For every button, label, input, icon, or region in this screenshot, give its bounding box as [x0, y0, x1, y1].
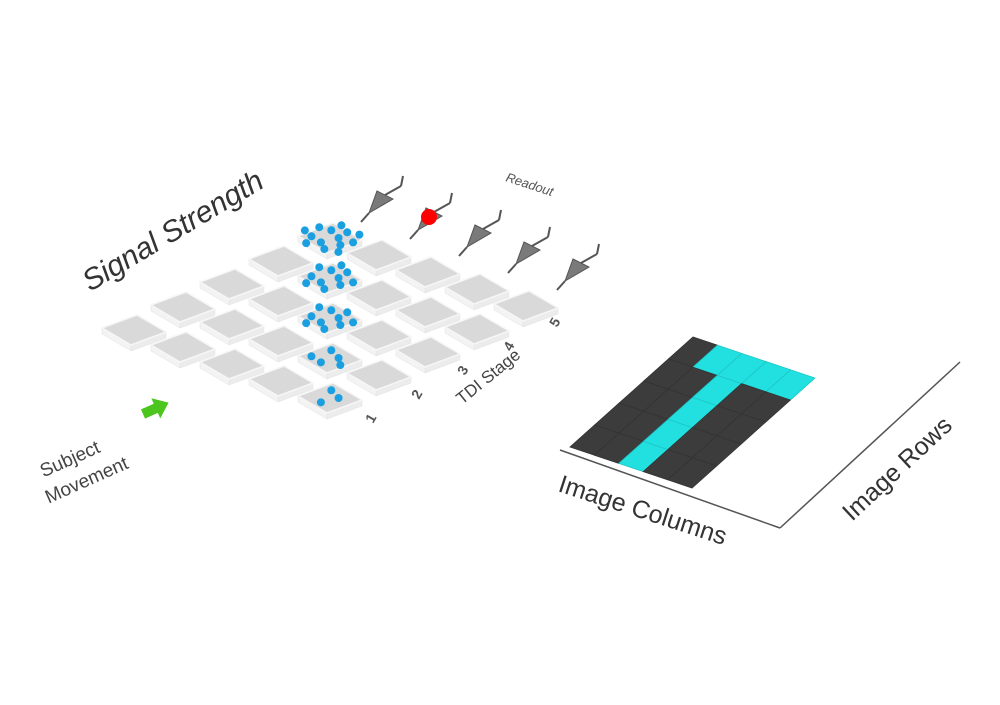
charge-dot — [327, 266, 336, 275]
sensor-pixel — [443, 273, 511, 311]
sensor-pixel — [198, 308, 266, 346]
charge-dot — [307, 312, 316, 321]
image-cell-dark — [666, 457, 718, 489]
charge-dot — [343, 308, 352, 317]
tdi-stage-label: TDI Stage — [453, 345, 524, 408]
sensor-pixel — [247, 245, 315, 283]
sensor-pixel — [345, 239, 413, 277]
charge-cluster — [302, 303, 358, 334]
charge-dot — [327, 226, 336, 235]
charge-dot — [327, 386, 336, 395]
charge-dot — [315, 223, 324, 232]
sensor-pixel — [394, 256, 462, 294]
charge-dot — [316, 238, 325, 247]
charge-dot — [334, 234, 343, 242]
charge-dot — [307, 232, 316, 241]
charge-dot — [316, 398, 325, 407]
readout-amplifiers — [360, 175, 600, 291]
sensor-pixel — [247, 325, 315, 363]
charge-dot — [336, 281, 345, 290]
charge-dot — [337, 261, 346, 270]
charge-dot — [355, 230, 364, 239]
charge-dot — [307, 352, 316, 361]
charge-dot — [334, 247, 343, 256]
sensor-pixel — [149, 331, 217, 369]
image-columns-axis — [559, 449, 781, 529]
charge-dot — [334, 354, 343, 362]
charge-dot — [349, 238, 358, 247]
charge-dot — [349, 318, 358, 327]
charge-dot — [343, 228, 352, 237]
sensor-pixel — [247, 365, 315, 403]
sensor-pixel — [345, 359, 413, 397]
charge-dot — [336, 321, 345, 330]
sensor-pixel — [394, 336, 462, 374]
subject-movement-arrow — [140, 398, 169, 419]
sensor-pixel — [345, 279, 413, 317]
charge-cluster — [307, 346, 345, 370]
sensor-pixel — [443, 313, 511, 351]
readout-amplifier — [360, 175, 404, 223]
charge-dot — [334, 314, 343, 322]
sensor-pixel — [198, 348, 266, 386]
readout-amplifier — [458, 209, 502, 257]
charge-dot — [334, 274, 343, 282]
charge-dot — [336, 241, 345, 250]
readout-label: Readout — [504, 170, 557, 200]
charge-dot — [320, 285, 329, 294]
charge-dot — [337, 221, 346, 230]
stage-number: 1 — [362, 411, 380, 426]
charge-cluster — [316, 386, 343, 407]
charge-dot — [315, 263, 324, 272]
sensor-pixel — [296, 342, 364, 380]
charge-cluster — [300, 221, 364, 256]
readout-amplifier — [507, 226, 551, 274]
charge-dot — [307, 272, 316, 281]
charge-dot — [316, 358, 325, 367]
image-rows-label: Image Rows — [837, 411, 958, 526]
sensor-pixel — [247, 285, 315, 323]
charge-dot — [300, 226, 309, 235]
charge-dot — [320, 245, 329, 254]
image-grid — [569, 336, 816, 489]
charge-dot — [327, 346, 336, 355]
sensor-pixel — [100, 314, 168, 352]
charge-dot — [302, 279, 311, 288]
charge-dot — [327, 306, 336, 315]
charge-dot — [302, 319, 311, 328]
charge-dot — [316, 278, 325, 287]
charge-packets — [300, 221, 364, 407]
sensor-pixel — [198, 268, 266, 306]
image-columns-label: Image Columns — [555, 470, 730, 551]
sensor-pixel — [296, 382, 364, 420]
subject-movement-label: Subject Movement — [37, 437, 132, 508]
sensor-pixel — [492, 290, 560, 328]
charge-dot — [315, 303, 324, 312]
charge-dot — [334, 394, 343, 402]
image-rows-axis — [779, 361, 961, 529]
charge-dot — [343, 268, 352, 277]
charge-dot — [336, 361, 345, 370]
stage-number: 2 — [408, 387, 426, 402]
stage-number: 3 — [454, 363, 472, 378]
sensor-pixel — [149, 291, 217, 329]
readout-amplifier — [409, 192, 453, 240]
charge-dot — [302, 239, 311, 248]
charge-cluster — [302, 261, 358, 294]
readout-signal-dot — [421, 209, 437, 225]
charge-dot — [320, 325, 329, 334]
sensor-pixel — [394, 296, 462, 334]
charge-dot — [349, 278, 358, 287]
readout-amplifier — [556, 243, 600, 291]
stage-number: 5 — [546, 315, 564, 330]
sensor-pixel — [345, 319, 413, 357]
charge-dot — [316, 318, 325, 327]
